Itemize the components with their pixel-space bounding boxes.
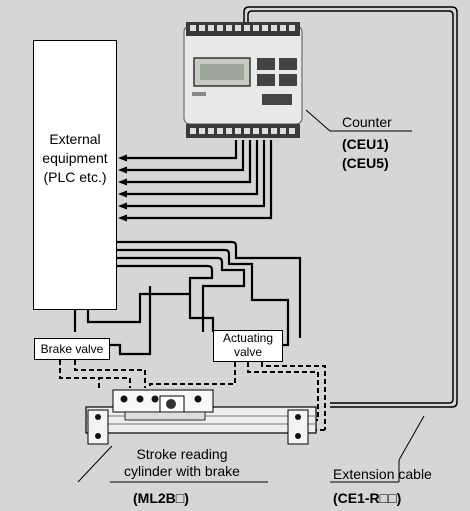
counter-unit	[183, 22, 303, 138]
extension-cable-model: (CE1-R□□)	[333, 490, 402, 506]
extension-leader-line	[398, 415, 425, 461]
arrowheads	[118, 154, 127, 222]
extension-cable-label: Extension cable	[333, 466, 432, 482]
counter-label: Counter	[342, 114, 392, 130]
external-line-3: (PLC etc.)	[43, 169, 107, 185]
external-equipment-label: External equipment (PLC etc.)	[33, 130, 117, 187]
brake-valve-label: Brake valve	[40, 342, 104, 356]
output-wires	[126, 140, 273, 220]
brake-valve-box: Brake valve	[34, 338, 110, 360]
cylinder-leader-line	[77, 445, 113, 483]
counter-model-ceu1: (CEU1)	[342, 136, 389, 152]
counter-leader-line	[305, 109, 412, 132]
cylinder-line-2: cylinder with brake	[124, 463, 240, 479]
external-line-2: equipment	[42, 150, 108, 166]
external-line-1: External	[49, 131, 101, 147]
actuating-valve-line-2: valve	[233, 345, 262, 359]
cylinder-model: (ML2B□)	[133, 490, 189, 506]
actuating-valve-box: Actuating valve	[213, 330, 283, 362]
cylinder-label: Stroke reading cylinder with brake	[124, 446, 240, 480]
counter-model-ceu5: (CEU5)	[342, 155, 389, 171]
cylinder-body	[85, 389, 317, 445]
cylinder-line-1: Stroke reading	[136, 446, 228, 462]
actuating-valve-line-1: Actuating	[222, 331, 274, 345]
control-wires	[73, 240, 302, 356]
external-equipment-box	[33, 40, 117, 310]
extension-cable-line	[243, 6, 458, 408]
